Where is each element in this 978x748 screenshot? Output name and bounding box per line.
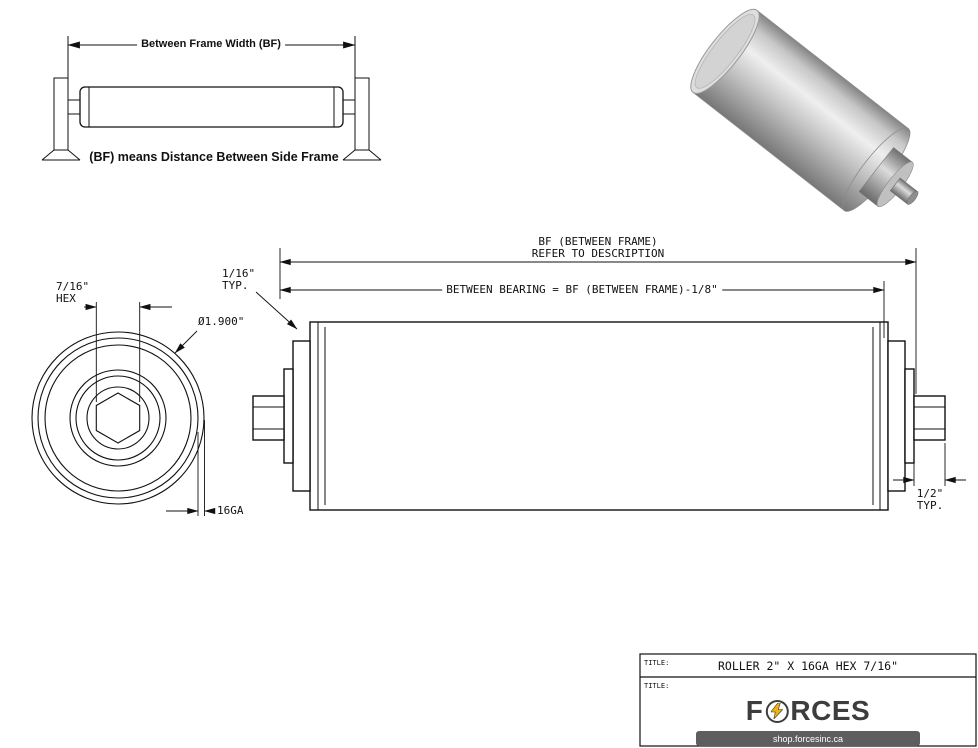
left-side-frame [41,77,81,161]
gauge-dim-label: 16GA [217,504,244,517]
end-view-dimensions [84,302,216,516]
bf-dim-line2: REFER TO DESCRIPTION [531,247,665,260]
right-side-frame [342,77,382,161]
title-label-1: TITLE: [644,659,670,667]
roller-tube [309,321,889,511]
right-typ-word: TYP. [916,499,944,512]
right-bearing [887,340,906,492]
hex-dim-word: HEX [56,292,76,305]
left-hex-shaft [252,395,285,441]
left-bearing [292,340,311,492]
diameter-leader [174,330,198,354]
right-typ-dim-label: 1/2" TYP. [917,488,944,512]
right-typ-value: 1/2" [916,487,944,500]
lightning-bolt-icon [765,699,789,723]
hex-dim-value: 7/16" [56,280,90,293]
between-bearing-dim-label: BETWEEN BEARING = BF (BETWEEN FRAME)-1/8… [442,284,722,296]
brand-text-f: F [745,695,764,726]
right-bearing-step [904,368,915,464]
end-view-drawing [31,331,205,505]
tube-swage-lines [317,322,881,510]
website-bar: shop.forcesinc.ca [696,731,920,746]
title-label-2: TITLE: [644,682,670,690]
part-title: ROLLER 2" X 16GA HEX 7/16" [717,659,899,673]
left-typ-dim-label: 1/16" TYP. [222,268,255,292]
hex-dim-label: 7/16" HEX [56,281,89,305]
title-block-border [639,653,977,747]
left-typ-word: TYP. [222,279,249,292]
bf-caption: (BF) means Distance Between Side Frame [89,150,339,164]
bf-dim-label: BF (BETWEEN FRAME) REFER TO DESCRIPTION [532,236,664,260]
roller-body-small [79,86,344,128]
roller-shaft-right [342,99,356,115]
right-hex-shaft [913,395,946,441]
roller-shaft-left [67,99,81,115]
brand-logo: F RCES [746,695,870,727]
website-text: shop.forcesinc.ca [772,733,844,744]
left-typ-value: 1/16" [222,267,256,280]
diameter-dim-label: Ø1.900" [198,315,245,328]
bf-width-dim-label: Between Frame Width (BF) [137,38,285,50]
bf-explainer-drawing [41,36,382,161]
roller-3d-render [690,8,919,212]
side-view-drawing [252,321,946,511]
brand-text-rces: RCES [790,695,871,726]
bf-dim-line1: BF (BETWEEN FRAME) [538,235,658,248]
typ-leader [255,291,298,330]
left-bearing-step [283,368,294,464]
hex-bore [95,392,141,444]
